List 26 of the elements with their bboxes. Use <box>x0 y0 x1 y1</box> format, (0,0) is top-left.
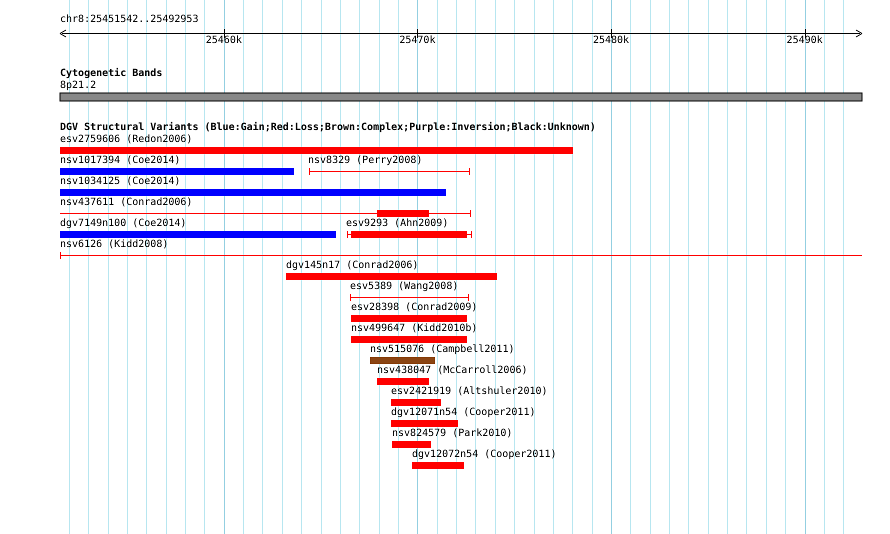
variant-label: esv2421919 (Altshuler2010) <box>391 386 548 398</box>
tick-label: 25470k <box>399 35 436 47</box>
variant-label: nsv8329 (Perry2008) <box>308 155 422 167</box>
variant-label: nsv1034125 (Coe2014) <box>60 176 180 188</box>
variant-label: dgv12072n54 (Cooper2011) <box>412 449 556 461</box>
variant-label: esv2759606 (Redon2006) <box>60 134 192 146</box>
variant-label: esv28398 (Conrad2009) <box>351 302 478 314</box>
variant-label: dgv145n17 (Conrad2006) <box>286 260 418 272</box>
variant-label: nsv499647 (Kidd2010b) <box>351 323 478 335</box>
track-title: DGV Structural Variants (Blue:Gain;Red:Loss;Brown:Complex;Purple:Inversion;Black:Unknown) <box>60 122 596 134</box>
variant-label: esv5389 (Wang2008) <box>350 281 458 293</box>
variant-label: dgv12071n54 (Cooper2011) <box>391 407 536 419</box>
variant-label: nsv6126 (Kidd2008) <box>60 239 168 251</box>
tick-label: 25460k <box>206 35 242 47</box>
variant-label: nsv438047 (McCarroll2006) <box>377 365 528 377</box>
variant-label: nsv824579 (Park2010) <box>392 428 512 440</box>
tick-label: 25480k <box>592 35 630 47</box>
variant-label: nsv515076 (Campbell2011) <box>370 344 514 356</box>
tick-label: 25490k <box>786 35 823 47</box>
variant-label: esv9293 (Ahn2009) <box>346 218 448 230</box>
coordinate-label: chr8:25451542..25492953 <box>60 14 198 26</box>
track-title: Cytogenetic Bands <box>60 68 162 80</box>
variant-label: dgv7149n100 (Coe2014) <box>60 218 186 230</box>
band-label: 8p21.2 <box>60 80 96 92</box>
variant-label: nsv1017394 (Coe2014) <box>60 155 180 167</box>
variant-label: nsv437611 (Conrad2006) <box>60 197 192 209</box>
